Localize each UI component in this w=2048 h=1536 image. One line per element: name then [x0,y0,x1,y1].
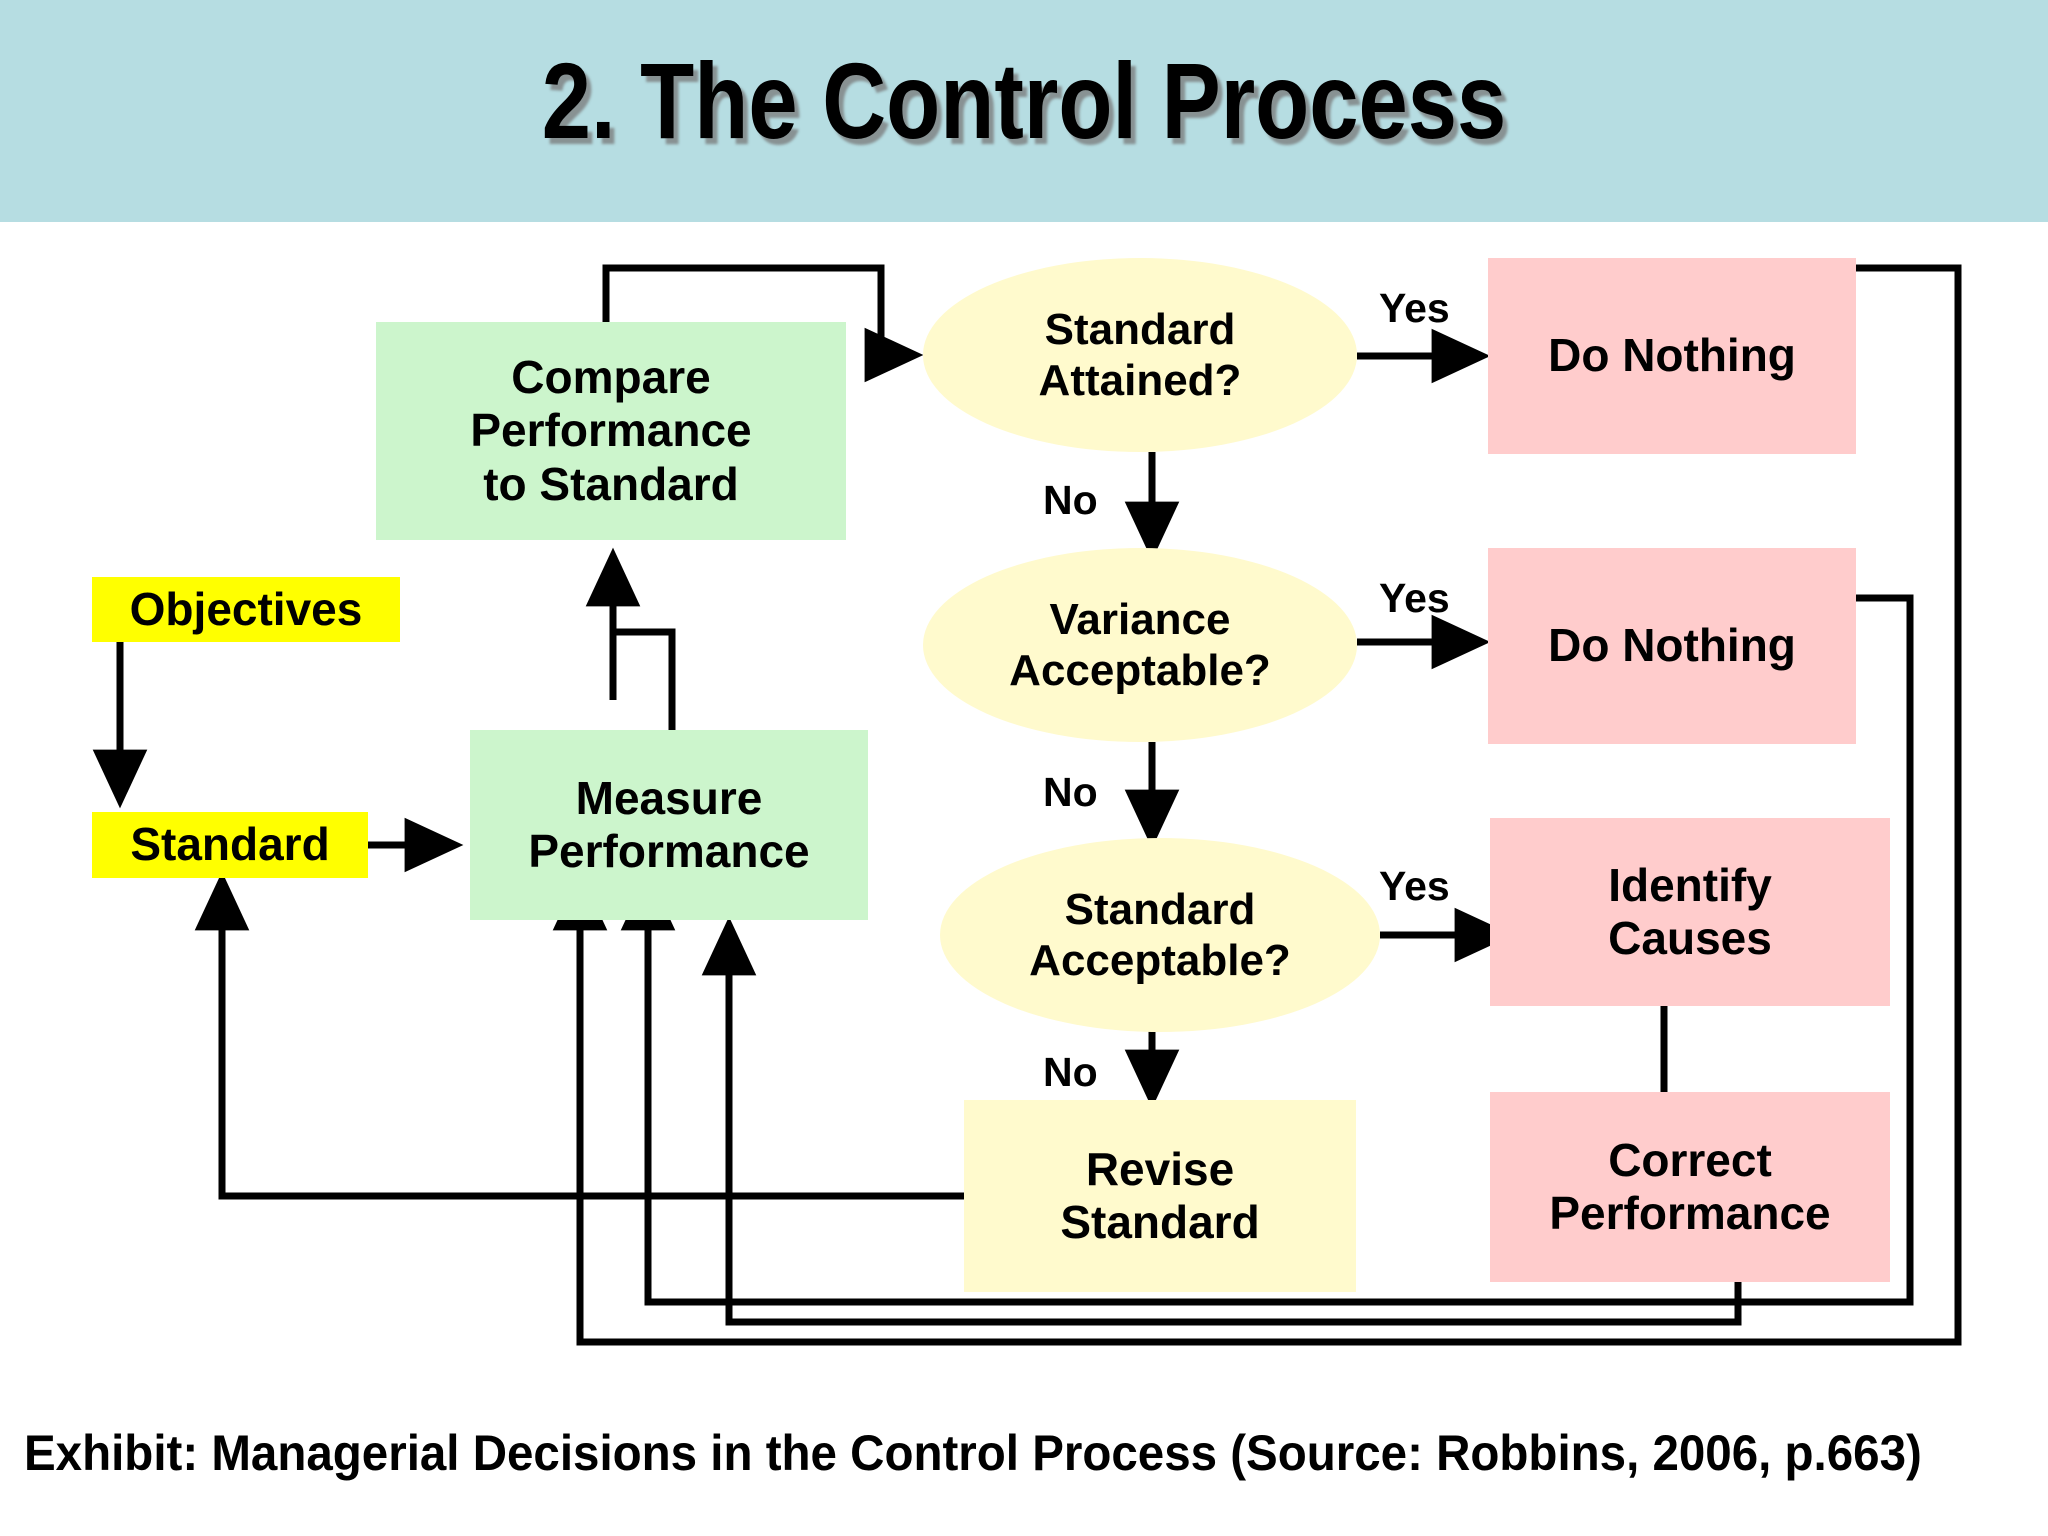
node-objectives[interactable]: Objectives [92,577,400,642]
edge-label-no-3: No [1043,1049,1098,1095]
compare-line-1: Compare [511,350,711,403]
revise-line-2: Standard [1060,1196,1260,1248]
edge-measure-compare-elbow [613,628,676,730]
stdaccept-line-1: Standard [1064,884,1256,934]
node-compare-performance-to-standard[interactable]: Compare Performance to Standard [376,322,846,540]
identify-line-1: Identify [1608,858,1772,911]
correct-line-1: Correct [1608,1133,1772,1186]
node-identify-causes[interactable]: Identify Causes [1490,818,1890,1006]
edge-revise-standard [194,871,964,1200]
node-measure-performance[interactable]: Measure Performance [470,730,868,920]
compare-line-3: to Standard [483,457,739,510]
correct-line-2: Performance [1549,1187,1831,1239]
node-variance-acceptable[interactable]: Variance Acceptable? [923,548,1357,742]
node-do-nothing-2[interactable]: Do Nothing [1488,548,1856,744]
do-nothing-2-label: Do Nothing [1548,619,1796,672]
node-standard-attained[interactable]: Standard Attained? [923,258,1357,452]
edge-label-no-2: No [1043,769,1098,815]
node-do-nothing-1[interactable]: Do Nothing [1488,258,1856,454]
stdaccept-line-2: Acceptable? [1029,936,1291,985]
variance-line-2: Acceptable? [1009,646,1271,695]
node-revise-standard[interactable]: Revise Standard [964,1100,1356,1292]
title-banner: 2. The Control Process [0,0,2048,222]
compare-line-2: Performance [470,404,752,457]
identify-line-2: Causes [1608,912,1772,964]
edge-label-yes-1: Yes [1379,285,1450,331]
node-correct-performance[interactable]: Correct Performance [1490,1092,1890,1282]
attained-line-1: Standard [1044,304,1236,354]
attained-line-2: Attained? [1038,356,1242,405]
measure-line-1: Measure [575,771,763,824]
exhibit-caption: Exhibit: Managerial Decisions in the Con… [24,1425,1922,1481]
page-title: 2. The Control Process [541,40,1507,161]
edge-label-yes-2: Yes [1379,575,1450,621]
revise-line-1: Revise [1085,1142,1235,1195]
edge-label-yes-3: Yes [1379,863,1450,909]
objectives-label: Objectives [129,582,363,635]
node-standard-acceptable[interactable]: Standard Acceptable? [940,838,1380,1032]
measure-line-2: Performance [528,825,810,877]
do-nothing-1-label: Do Nothing [1548,329,1796,382]
standard-label: Standard [130,818,330,871]
variance-line-1: Variance [1049,594,1231,644]
node-standard[interactable]: Standard [92,812,368,878]
edge-label-no-1: No [1043,477,1098,523]
